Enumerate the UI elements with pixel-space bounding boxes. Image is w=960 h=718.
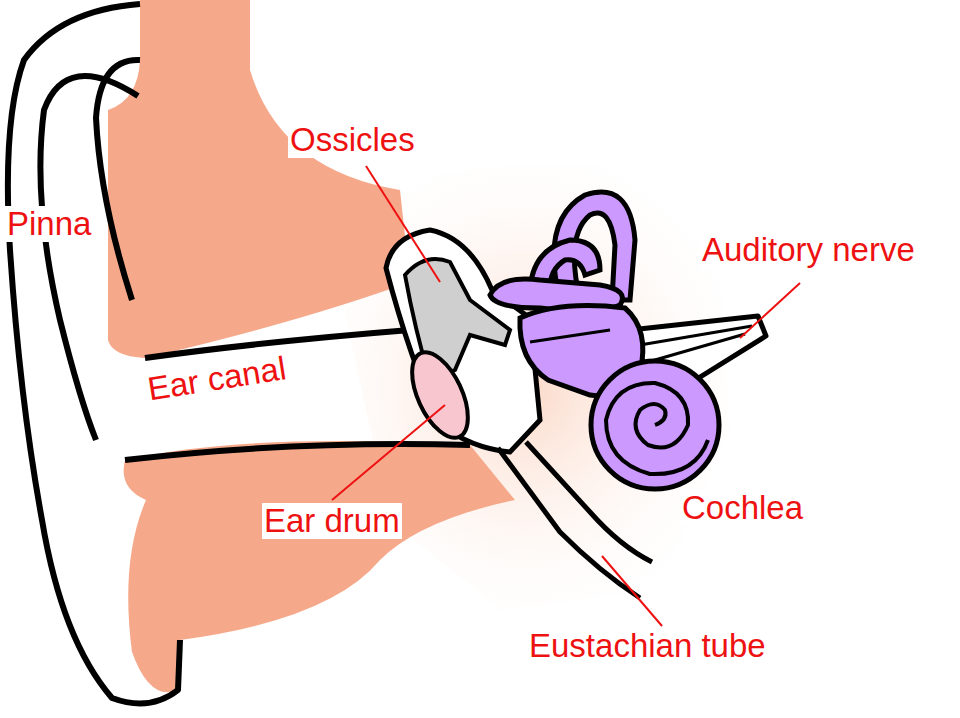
cochlea-spiral — [606, 383, 708, 474]
helix-line — [40, 76, 138, 440]
vestibule-line — [530, 330, 610, 342]
leader-line — [740, 283, 800, 338]
part-label: Cochlea — [680, 490, 805, 526]
part-label: Ear canal — [143, 350, 290, 408]
part-label: Eustachian tube — [527, 628, 768, 664]
skin-upper — [108, 0, 410, 358]
part-label: Pinna — [5, 206, 93, 242]
ear-drum — [401, 344, 480, 446]
leader-line — [602, 556, 662, 626]
part-label: Ossicles — [288, 122, 417, 158]
middle-ear — [386, 230, 540, 452]
leader-line — [366, 166, 440, 282]
leader-line — [332, 405, 445, 500]
nerve-fibres — [640, 326, 752, 362]
part-label: Ear drum — [262, 503, 402, 539]
semicircular-canals — [490, 192, 635, 311]
pinna-outline — [8, 4, 180, 703]
antihelix-line — [96, 60, 140, 300]
canal-wall — [125, 444, 470, 460]
part-label: Auditory nerve — [700, 232, 917, 268]
cochlea — [591, 361, 719, 489]
